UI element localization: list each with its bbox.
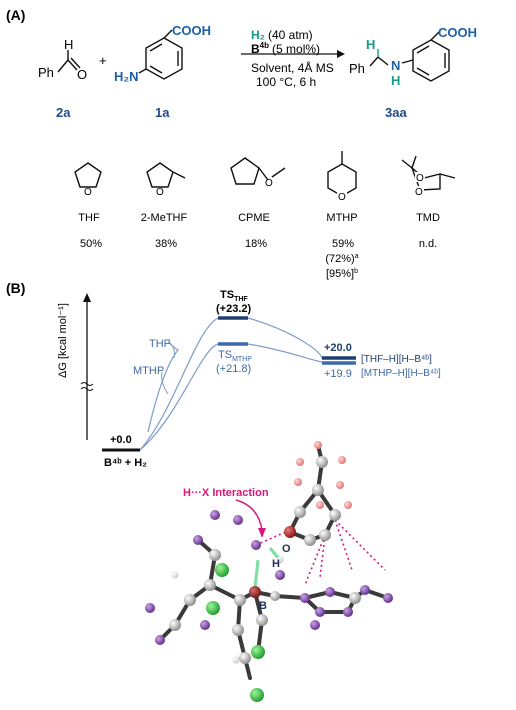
- cpme-o: O: [265, 178, 273, 189]
- atom-label-b: B: [259, 600, 267, 612]
- end-mthp-label: [MTHP–H][H–B⁴ᵇ]: [361, 368, 441, 379]
- benzaldehyde-structure: [57, 50, 81, 73]
- profile-curves: [139, 317, 323, 451]
- product-structure: [369, 31, 450, 82]
- solvent-name-mthp: MTHP: [326, 212, 357, 224]
- tmd-o1-bg: [415, 172, 425, 182]
- conditions-line2: B4b(5 mol%): [251, 41, 320, 56]
- mthp-structure: [327, 151, 357, 197]
- solvent-yield-methf: 38%: [155, 238, 177, 250]
- aniline-cooh: COOH: [172, 23, 211, 38]
- solvent-name-cpme: CPME: [238, 212, 270, 224]
- plus-sign: +: [99, 53, 107, 68]
- ts-mthp-label: TSMTHP: [218, 349, 252, 363]
- ts-mthp-label-sub: MTHP: [232, 356, 252, 363]
- conditions-cat: B: [251, 42, 260, 56]
- thf-curve-pointer: [167, 341, 175, 359]
- mthp-yield2-text: (72%): [325, 253, 354, 265]
- aldehyde-o: O: [77, 67, 87, 82]
- solvent-yield-tmd: n.d.: [419, 238, 437, 250]
- mthp-curve-pointer: [161, 371, 169, 395]
- solvent-yield-mthp: 59%: [332, 238, 354, 250]
- mthp-yield2-sup: a: [355, 253, 359, 260]
- tmd-o2: O: [415, 187, 423, 198]
- start-value: +0.0: [110, 434, 132, 446]
- solvent-name-tmd: TMD: [416, 212, 440, 224]
- molecular-model: H···X Interaction O H B: [145, 441, 393, 702]
- solvent-name-methf: 2-MeTHF: [141, 212, 188, 224]
- hb-bond: [253, 559, 260, 589]
- compound-2a-id: 2a: [56, 105, 71, 120]
- mthp-yield3-sup: b: [354, 268, 358, 275]
- tmd-structure: [401, 155, 456, 191]
- interaction-arrow-head: [258, 528, 266, 538]
- model-atoms: [145, 441, 393, 702]
- reaction-arrow-head: [337, 50, 345, 58]
- mthp-o-bg: [337, 191, 347, 201]
- end-mthp-value: +19.9: [324, 368, 352, 380]
- product-cooh: COOH: [438, 25, 477, 40]
- tmd-o1: O: [416, 173, 424, 184]
- atom-label-o: O: [282, 543, 291, 555]
- aniline-structure: [138, 29, 183, 80]
- end-thf-value: +20.0: [324, 342, 352, 354]
- methf-structure: [146, 162, 186, 188]
- product-nh-h: H: [391, 73, 400, 88]
- ts-mthp-value: (+21.8): [216, 363, 251, 375]
- interaction-label: H···X Interaction: [183, 487, 269, 499]
- thf-curve-label: THF: [149, 338, 171, 350]
- compound-1a-id: 1a: [155, 105, 170, 120]
- panel-b-label: (B): [6, 280, 25, 296]
- product-h: H: [366, 37, 375, 52]
- axis-break-icon: [80, 382, 94, 391]
- product-n: N: [391, 58, 400, 73]
- start-label: B⁴ᵇ + H₂: [104, 457, 147, 469]
- mthp-o: O: [338, 192, 346, 203]
- solvent-yield-mthp-2: (72%)a: [325, 253, 358, 265]
- product-ph: Ph: [349, 61, 365, 76]
- conditions-line3: Solvent, 4Å MS: [251, 60, 334, 75]
- conditions-h2: H₂: [251, 28, 265, 42]
- mthp-curve-label: MTHP: [133, 365, 164, 377]
- tmd-o2-bg: [414, 186, 424, 196]
- thf-o: O: [84, 187, 92, 198]
- end-thf-label: [THF–H][H–B⁴ᵇ]: [361, 354, 432, 365]
- aldehyde-ph: Ph: [38, 65, 54, 80]
- cpme-structure: [230, 157, 286, 185]
- atom-label-h: H: [272, 558, 280, 570]
- energy-axis-label: ΔG [kcal mol⁻¹]: [57, 303, 69, 378]
- conditions-cat-sup: 4b: [260, 41, 269, 50]
- compound-3aa-id: 3aa: [385, 105, 407, 120]
- solvent-yield-cpme: 18%: [245, 238, 267, 250]
- ts-thf-label-sub: THF: [234, 296, 248, 303]
- methf-o: O: [156, 187, 164, 198]
- ts-thf-label-main: TS: [220, 289, 234, 301]
- ts-mthp-label-main: TS: [218, 349, 232, 361]
- panel-a-label: (A): [6, 7, 25, 23]
- solvent-yield-mthp-3: [95%]b: [326, 268, 358, 280]
- ts-thf-label: TSTHF: [220, 289, 248, 303]
- conditions-pressure: (40 atm): [268, 28, 313, 42]
- solvent-yield-thf: 50%: [80, 238, 102, 250]
- interaction-arrow: [235, 499, 263, 531]
- conditions-line4: 100 °C, 6 h: [256, 75, 316, 89]
- solvent-name-thf: THF: [78, 212, 100, 224]
- aniline-nh2: H₂N: [114, 69, 139, 84]
- thf-structure: [74, 162, 102, 188]
- conditions-line1: H₂(40 atm): [251, 28, 313, 42]
- aldehyde-h: H: [64, 37, 73, 52]
- ts-thf-value: (+23.2): [216, 303, 251, 315]
- conditions-loading: (5 mol%): [272, 42, 320, 56]
- energy-axis-arrow: [83, 293, 91, 302]
- mthp-yield3-text: [95%]: [326, 268, 354, 280]
